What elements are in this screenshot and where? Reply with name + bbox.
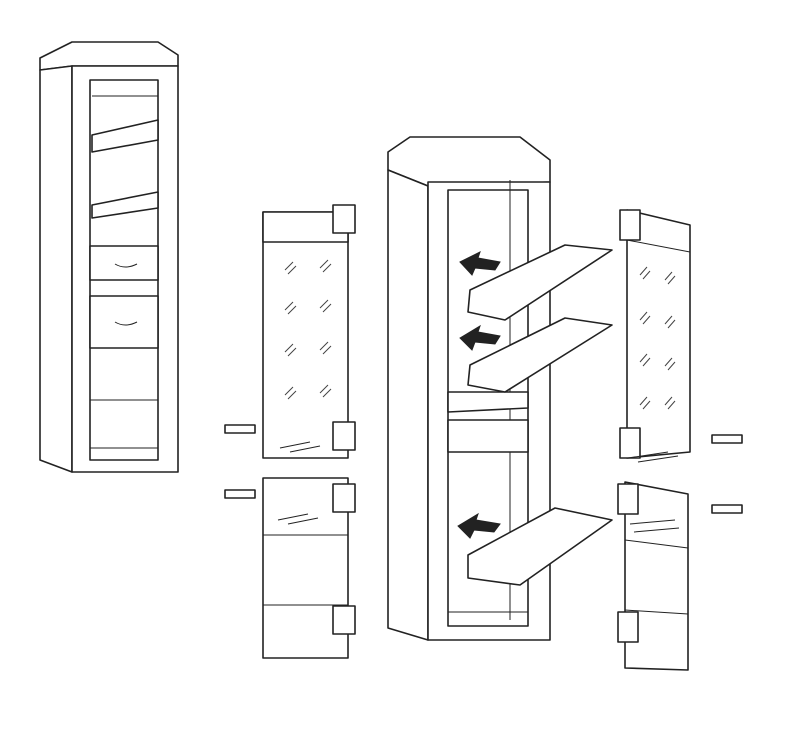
cabinet-side [39,65,73,473]
handle-icon [711,434,743,444]
arrow-icon [457,512,501,539]
hinge-icon [617,483,639,515]
door-panel [626,209,691,459]
hinge-icon [617,611,639,643]
fixed-shelf [447,391,529,413]
hinge-icon [332,421,356,451]
screw-icon [627,451,679,463]
handle-icon [711,504,743,514]
screw-icon [279,441,321,453]
shelf-3 [467,507,613,586]
shelf-1 [467,244,613,321]
left-glass-door [224,204,356,459]
hinge-icon [332,204,356,234]
shelf [91,191,159,219]
hinge-icon [619,209,641,241]
glass-shelves [457,244,613,586]
drawer [89,245,159,281]
carcass-top [387,136,551,187]
arrow-icon [459,251,501,276]
handle-icon [224,424,256,434]
door-panel [262,211,349,459]
left-lower-door [224,477,356,659]
right-glass-door [619,209,743,463]
right-lower-door [617,481,743,671]
hinge-icon [332,605,356,635]
shelf [91,119,159,153]
hinge-icon [619,427,641,459]
shelf-2 [467,317,613,393]
assembled-cabinet-preview [39,41,179,473]
arrow-icon [459,324,501,351]
handle-icon [224,489,256,499]
drawer [89,295,159,349]
carcass-side [387,169,429,641]
drawer-front [447,419,529,453]
screw-icon [277,513,319,525]
screw-icon [629,519,680,533]
hinge-icon [332,483,356,513]
